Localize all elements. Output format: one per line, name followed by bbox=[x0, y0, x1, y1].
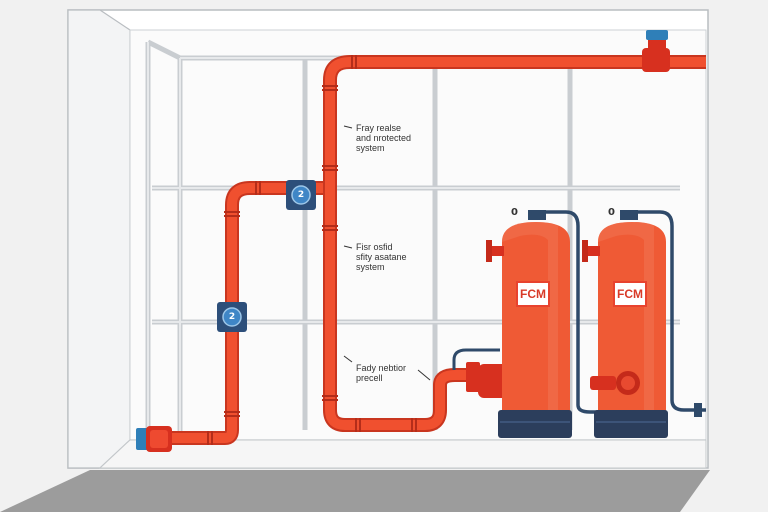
valve-number-lower: 2 bbox=[228, 312, 236, 322]
riser-valve bbox=[642, 30, 670, 72]
callout-protection-panel: Fady nebtior precell bbox=[356, 363, 407, 383]
pipe-flanges bbox=[207, 55, 417, 445]
callout-leaders bbox=[343, 125, 431, 381]
valve-number-upper: 2 bbox=[297, 190, 305, 200]
callout-safety-system: Fisr osfid sfity asatane system bbox=[356, 242, 407, 272]
floor-shadow bbox=[0, 470, 710, 512]
tank-right bbox=[582, 210, 706, 438]
tank-right-gauge: 0 bbox=[608, 207, 615, 218]
tank-left-gauge: 0 bbox=[511, 207, 518, 218]
tank-right-plate: FCM bbox=[613, 281, 647, 307]
tank-left-plate: FCM bbox=[516, 281, 550, 307]
inlet-fitting bbox=[136, 426, 172, 452]
valve-box-lower bbox=[217, 302, 247, 332]
callout-release-system: Fray realse and nrotected system bbox=[356, 123, 412, 153]
valve-box-upper bbox=[286, 180, 316, 210]
tank-left bbox=[486, 210, 598, 438]
